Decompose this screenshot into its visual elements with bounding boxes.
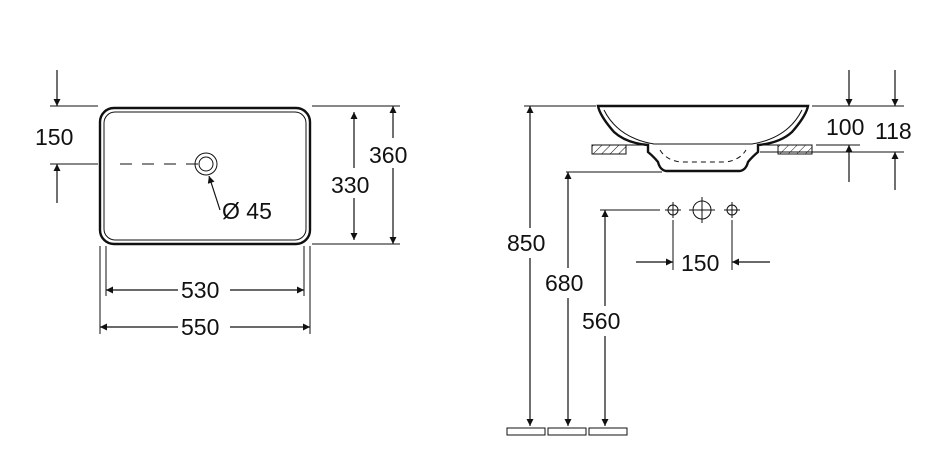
- tap-hole-center-icon: [689, 197, 715, 223]
- label-bg-360: [366, 138, 416, 168]
- countertop-left-hatch: [591, 144, 627, 155]
- dim-850-label: 850: [507, 230, 545, 256]
- label-bg-550: [178, 314, 230, 340]
- label-bg-850: [505, 228, 555, 258]
- dim-680-label: 680: [545, 270, 583, 296]
- basin-outer-outline: [98, 106, 312, 246]
- top-view: Ø 45 150 330 360 530 550: [35, 70, 416, 340]
- label-bg-100: [826, 114, 870, 140]
- dim-560-label: 560: [582, 308, 620, 334]
- tap-hole-right-icon: [724, 202, 740, 218]
- side-view: 850 680 560 150: [505, 70, 920, 436]
- dim-100-label: 100: [826, 114, 864, 140]
- dim-330-label: 330: [331, 172, 369, 198]
- dim-150-label: 150: [35, 124, 73, 150]
- floor-pad-3: [588, 427, 628, 436]
- dim-118-label: 118: [875, 118, 912, 144]
- drain-icon: [194, 152, 218, 176]
- basin-dashed-bottom: [659, 149, 747, 163]
- dim-550-label: 550: [181, 314, 219, 340]
- label-bg-530: [178, 277, 230, 303]
- label-bg-680: [543, 268, 593, 298]
- basin-inner-outline: [103, 111, 307, 241]
- label-bg-330: [328, 168, 380, 198]
- label-bg-118: [874, 118, 920, 144]
- basin-inner-curve: [603, 109, 803, 145]
- dim-tap-150-label: 150: [681, 250, 719, 276]
- label-bg-560: [580, 306, 630, 336]
- floor-pad-2: [547, 427, 587, 436]
- basin-bowl: [596, 104, 810, 173]
- dim-530-label: 530: [181, 277, 219, 303]
- floor-pad-1: [506, 427, 546, 436]
- countertop-right-hatch: [777, 144, 813, 155]
- tap-hole-left-icon: [665, 202, 681, 218]
- drain-diameter-label: Ø 45: [222, 198, 272, 224]
- drain-leader: [207, 175, 221, 211]
- dim-360-label: 360: [369, 142, 407, 168]
